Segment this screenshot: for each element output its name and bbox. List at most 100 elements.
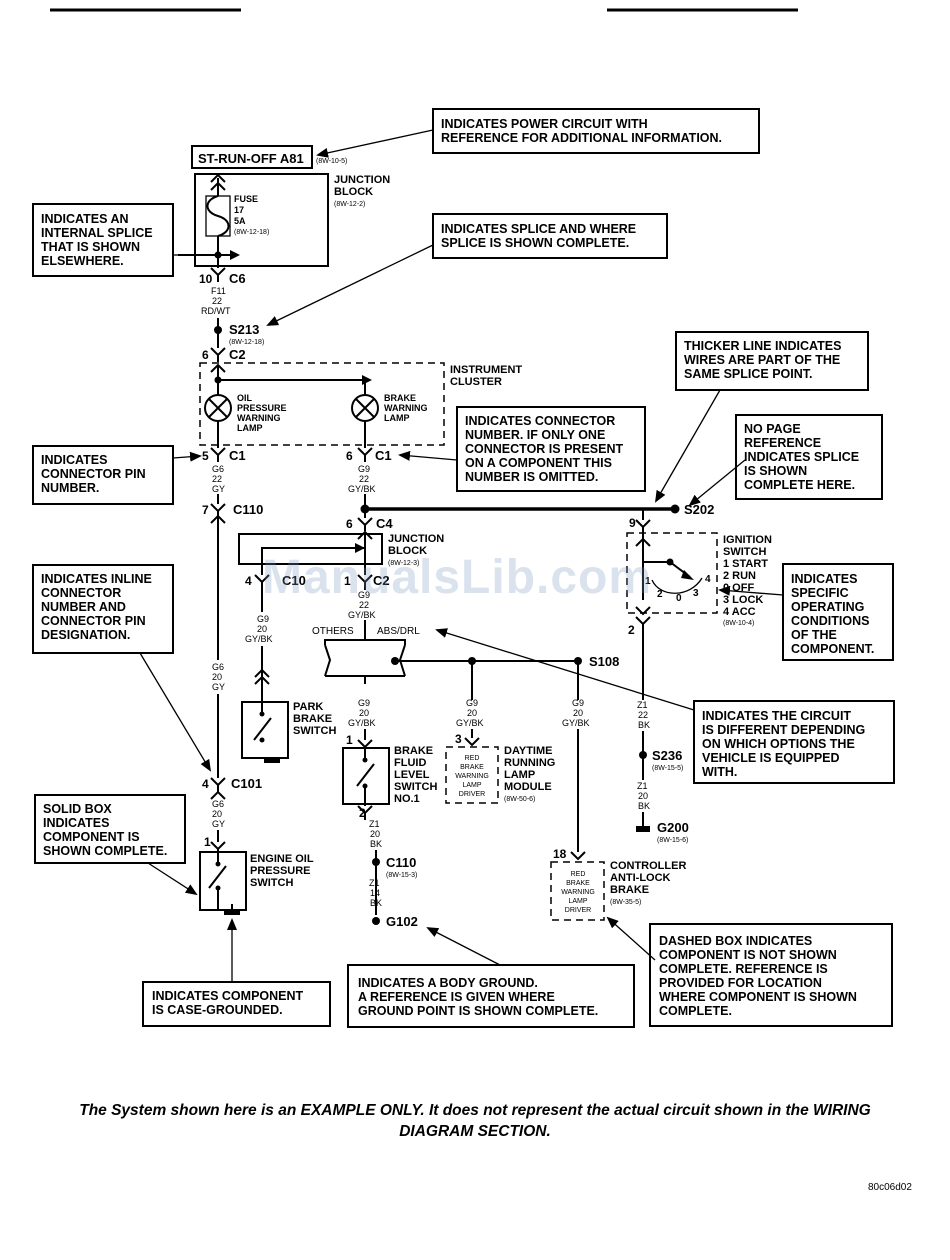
callout-operating-conditions: INDICATES SPECIFIC OPERATING CONDITIONS … — [782, 563, 894, 661]
callout-circuit-diff-line4: VEHICLE IS EQUIPPED — [702, 751, 840, 765]
wire-g9e-gauge: 20 — [467, 708, 477, 718]
wire-g9b-color: GY/BK — [348, 610, 376, 620]
callout-connector-number-line5: NUMBER IS OMITTED. — [465, 470, 598, 484]
drl-label-2: RUNNING — [504, 757, 555, 769]
ign-pos-4: 4 — [705, 574, 711, 585]
g200-label: G200 — [657, 820, 689, 835]
callout-pin-number-line2: CONNECTOR PIN — [41, 467, 146, 481]
callout-thicker-line: THICKER LINE INDICATES WIRES ARE PART OF… — [675, 331, 869, 391]
callout-splice-line1: INDICATES SPLICE AND WHERE — [441, 222, 636, 236]
s213-splice-dot — [214, 326, 222, 334]
instrument-cluster-box — [199, 362, 445, 446]
oil-lamp-cross — [208, 398, 228, 418]
fuse-number: 17 — [234, 205, 244, 215]
callout-power-line2: REFERENCE FOR ADDITIONAL INFORMATION. — [441, 131, 722, 145]
abs-controller-box — [550, 861, 605, 921]
eop-switch-terminal — [215, 885, 221, 891]
callout-body-ground-line3: GROUND POINT IS SHOWN COMPLETE. — [358, 1004, 598, 1018]
callout-no-page-line5: COMPLETE HERE. — [744, 478, 855, 492]
park-brake-label-3: SWITCH — [293, 725, 336, 737]
bfl-label-5: NO.1 — [394, 793, 420, 805]
c2-label: C2 — [229, 347, 246, 362]
callout-power: INDICATES POWER CIRCUIT WITH REFERENCE F… — [432, 108, 760, 154]
wire-f11-color: RD/WT — [201, 306, 231, 316]
ign-position-lock: 3 LOCK — [723, 594, 763, 606]
fuse-ref: (8W-12-18) — [234, 229, 269, 236]
c101-connector-symbol — [210, 777, 226, 792]
callout-pin-number-line1: INDICATES — [41, 453, 107, 467]
callout-dashed-box-line5: WHERE COMPONENT IS SHOWN — [659, 990, 857, 1004]
leader-no-page — [688, 459, 746, 507]
c2b-connector-symbol — [357, 574, 373, 590]
g102-label: G102 — [386, 914, 418, 929]
wire-z1c-code: Z1 — [637, 781, 648, 791]
drl-label-3: LAMP — [504, 769, 535, 781]
ign-exit-chevron — [635, 606, 651, 616]
power-circuit-box — [191, 145, 313, 169]
bfl-label-3: LEVEL — [394, 769, 430, 781]
wire-g6c-gauge: 20 — [212, 809, 222, 819]
ign-pos-3: 3 — [693, 588, 699, 599]
callout-connector-number-line3: CONNECTOR IS PRESENT — [465, 442, 623, 456]
callout-inline-line4: CONNECTOR PIN — [41, 614, 146, 628]
bfl-connector-symbol — [357, 739, 373, 749]
oil-lamp-label: OIL — [237, 393, 253, 403]
oil-lamp-label-2: PRESSURE — [237, 403, 287, 413]
ign-position-start: 1 START — [723, 558, 768, 570]
bfl-label-4: SWITCH — [394, 781, 437, 793]
wire-g9d-color: GY/BK — [348, 718, 376, 728]
c10-pin: 4 — [245, 574, 252, 588]
option-abs-drl-label: ABS/DRL — [377, 626, 420, 637]
drl-inner-label-5: DRIVER — [459, 791, 485, 798]
drl-connector-symbol — [464, 737, 480, 747]
callout-circuit-diff-line1: INDICATES THE CIRCUIT — [702, 709, 851, 723]
drl-ref: (8W-50-6) — [504, 796, 535, 803]
leader-dashed-box — [606, 916, 656, 961]
wire-z1a-gauge: 22 — [638, 710, 648, 720]
eop-connector-symbol — [210, 841, 226, 851]
brake-lamp-label: BRAKE — [384, 393, 416, 403]
c1a-connector-symbol — [210, 447, 226, 462]
wire-g6c-color: GY — [212, 819, 225, 829]
callout-dashed-box-line1: DASHED BOX INDICATES — [659, 934, 812, 948]
callout-case-grounded-line1: INDICATES COMPONENT — [152, 989, 304, 1003]
jb2-arrowhead — [355, 543, 365, 553]
wire-g9f-color: GY/BK — [562, 718, 590, 728]
c4-label: C4 — [376, 516, 393, 531]
callout-solid-box-line2: INDICATES — [43, 816, 109, 830]
s236-splice-dot — [639, 751, 647, 759]
ign-title-2: SWITCH — [723, 546, 766, 558]
ign-pos-2: 2 — [657, 589, 663, 600]
c1a-pin: 5 — [202, 449, 209, 463]
splice-junction-dot — [360, 504, 370, 514]
park-brake-switch-box — [241, 701, 289, 759]
junction-block-1-ref: (8W-12-2) — [334, 201, 365, 208]
ign-entry-chevron — [635, 537, 651, 547]
junction-block-1-label: JUNCTION — [334, 174, 390, 186]
oil-lamp-label-4: LAMP — [237, 423, 263, 433]
callout-pin-number-line3: NUMBER. — [41, 481, 99, 495]
leader-inline — [139, 652, 212, 772]
junction-block-2-label: JUNCTION — [388, 533, 444, 545]
callout-solid-box: SOLID BOX INDICATES COMPONENT IS SHOWN C… — [34, 794, 186, 864]
callout-operating-line6: COMPONENT. — [791, 642, 874, 656]
park-brake-label: PARK — [293, 701, 323, 713]
callout-thicker-line1: THICKER LINE INDICATES — [684, 339, 841, 353]
c110b-splice-dot — [372, 858, 380, 866]
wire-g9d-gauge: 20 — [359, 708, 369, 718]
bfl-pin2: 2 — [359, 806, 366, 820]
callout-circuit-diff-line3: ON WHICH OPTIONS THE — [702, 737, 855, 751]
ignition-switch-box — [626, 532, 718, 614]
wire-g9f-gauge: 20 — [573, 708, 583, 718]
wire-g9a-code: G9 — [358, 464, 370, 474]
callout-internal-splice-line4: ELSEWHERE. — [41, 254, 124, 268]
callout-inline-line1: INDICATES INLINE — [41, 572, 152, 586]
wire-g9c-gauge: 20 — [257, 624, 267, 634]
footer-line-1: The System shown here is an EXAMPLE ONLY… — [79, 1102, 871, 1119]
callout-power-line1: INDICATES POWER CIRCUIT WITH — [441, 117, 648, 131]
c1b-pin: 6 — [346, 449, 353, 463]
wire-g6c-code: G6 — [212, 799, 224, 809]
footer-note: The System shown here is an EXAMPLE ONLY… — [15, 1100, 935, 1142]
power-circuit-ref: (8W-10-5) — [316, 158, 347, 165]
wire-g6b-gauge: 20 — [212, 672, 222, 682]
